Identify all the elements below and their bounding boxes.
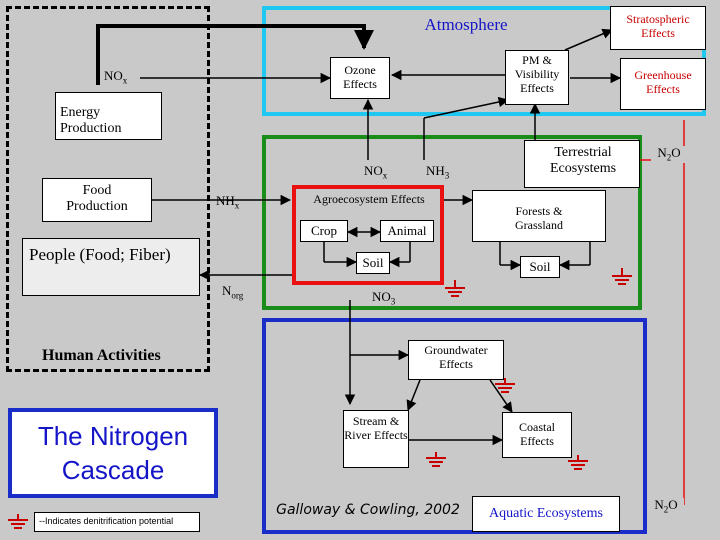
legend-box: --Indicates denitrification potential — [34, 512, 200, 532]
ozone-effects-box: Ozone Effects — [330, 57, 390, 99]
aquatic-ecosystems-box: Aquatic Ecosystems — [472, 496, 620, 532]
energy-production-box: Energy Production — [55, 92, 162, 140]
nhx-label: NHx — [216, 193, 240, 211]
agroecosystem-frame — [292, 185, 444, 285]
groundwater-effects-label: Groundwater Effects — [424, 343, 488, 371]
stream-river-label: Stream & River Effects — [344, 414, 408, 442]
animal-box: Animal — [380, 220, 434, 242]
stratospheric-effects-label: Stratospheric Effects — [626, 12, 690, 40]
groundwater-effects-box: Groundwater Effects — [408, 340, 504, 380]
title-box: The Nitrogen Cascade — [8, 408, 218, 498]
animal-label: Animal — [387, 223, 427, 238]
ozone-effects-label: Ozone Effects — [343, 63, 377, 91]
no3-label: NO3 — [372, 289, 396, 307]
page-title: The Nitrogen Cascade — [37, 421, 189, 485]
pm-visibility-box: PM & Visibility Effects — [505, 50, 569, 105]
terrestrial-ecosystems-box: Terrestrial Ecosystems — [524, 140, 640, 188]
stratospheric-effects-box: Stratospheric Effects — [610, 6, 706, 50]
crop-label: Crop — [311, 223, 337, 238]
soil-agro-label: Soil — [362, 255, 384, 270]
greenhouse-effects-label: Greenhouse Effects — [634, 68, 692, 96]
denitrification-icon — [8, 512, 30, 532]
aquatic-frame — [262, 318, 647, 534]
energy-production-label: Energy Production — [60, 105, 122, 137]
food-production-box: Food Production — [42, 178, 152, 222]
norg-label: Norg — [222, 283, 244, 301]
people-box: People (Food; Fiber) — [22, 238, 200, 296]
nh3-label: NH3 — [426, 163, 450, 181]
nox-atmosphere-label: NOx — [104, 68, 128, 86]
aquatic-ecosystems-label: Aquatic Ecosystems — [489, 506, 603, 521]
human-activities-frame — [6, 6, 210, 372]
n2o-bottom-label: N2O — [648, 497, 684, 515]
nox-terrestrial-label: NOx — [364, 163, 388, 181]
soil-forest-box: Soil — [520, 256, 560, 278]
terrestrial-ecosystems-label: Terrestrial Ecosystems — [549, 145, 617, 177]
food-production-label: Food Production — [66, 183, 128, 215]
crop-box: Crop — [300, 220, 348, 242]
coastal-effects-label: Coastal Effects — [519, 420, 555, 448]
atmosphere-label: Atmosphere — [424, 15, 508, 34]
people-label: People (Food; Fiber) — [29, 245, 171, 264]
greenhouse-effects-box: Greenhouse Effects — [620, 58, 706, 110]
soil-forest-label: Soil — [529, 259, 551, 274]
stream-river-box: Stream & River Effects — [343, 410, 409, 468]
terrestrial-frame — [262, 135, 642, 310]
forests-grassland-box: Forests & Grassland — [472, 190, 606, 242]
citation-label: Galloway & Cowling, 2002 — [276, 502, 460, 518]
n2o-top-label: N2O — [651, 145, 687, 163]
pm-visibility-label: PM & Visibility Effects — [514, 53, 560, 95]
coastal-effects-box: Coastal Effects — [502, 412, 572, 458]
agroecosystem-effects-label: Agroecosystem Effects — [313, 192, 425, 206]
human-activities-label: Human Activities — [42, 347, 161, 364]
legend-label: --Indicates denitrification potential — [39, 516, 174, 526]
soil-agro-box: Soil — [356, 252, 390, 274]
forests-grassland-label: Forests & Grassland — [515, 204, 563, 232]
